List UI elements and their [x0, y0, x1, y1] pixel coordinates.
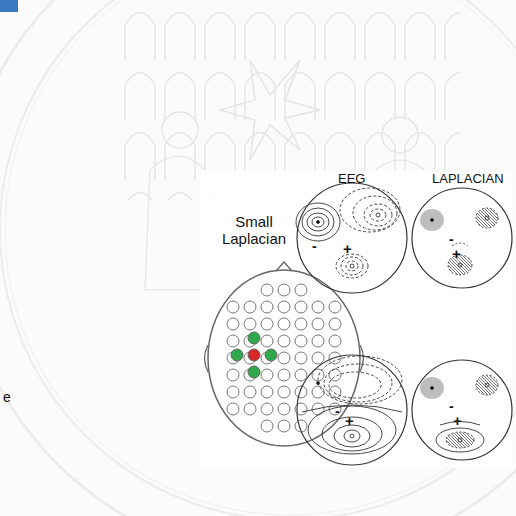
electrode — [312, 386, 324, 398]
electrode — [329, 318, 341, 330]
polarity-sign: - — [449, 399, 454, 414]
electrode — [312, 352, 324, 364]
electrode — [261, 369, 273, 381]
electrode — [295, 369, 307, 381]
electrode — [329, 301, 341, 313]
electrode — [227, 386, 239, 398]
electrode — [227, 335, 239, 347]
electrode — [295, 352, 307, 364]
corner-mark — [0, 0, 18, 12]
electrode — [261, 386, 273, 398]
electrode — [295, 318, 307, 330]
electrode — [278, 386, 290, 398]
polarity-sign: - — [335, 404, 340, 419]
electrode — [295, 284, 307, 296]
electrode — [278, 284, 290, 296]
electrode — [278, 301, 290, 313]
polarity-sign: + — [345, 413, 354, 430]
electrode — [261, 284, 273, 296]
electrode — [227, 318, 239, 330]
electrode — [312, 318, 324, 330]
electrode — [278, 318, 290, 330]
electrode — [278, 403, 290, 415]
electrode — [244, 301, 256, 313]
polarity-sign: + — [453, 413, 462, 430]
electrode — [261, 403, 273, 415]
electrode — [227, 403, 239, 415]
polarity-sign: + — [343, 241, 352, 258]
figure-title: Small Laplacian — [214, 214, 294, 247]
electrode — [261, 301, 273, 313]
column-heading: LAPLACIAN — [432, 172, 504, 186]
electrode — [261, 420, 273, 432]
electrode — [312, 301, 324, 313]
electrode — [278, 335, 290, 347]
electrode — [227, 301, 239, 313]
electrode — [227, 369, 239, 381]
electrode — [295, 386, 307, 398]
electrode — [295, 335, 307, 347]
electrode-head — [205, 262, 364, 446]
electrode — [244, 318, 256, 330]
polarity-sign: + — [452, 246, 461, 263]
electrode — [329, 386, 341, 398]
electrode — [312, 335, 324, 347]
column-heading: EEG — [338, 172, 365, 186]
polarity-sign: - — [312, 239, 317, 254]
electrode — [244, 386, 256, 398]
electrode — [261, 318, 273, 330]
figure-panel — [200, 170, 512, 468]
electrode — [261, 335, 273, 347]
electrode — [244, 403, 256, 415]
cut-text: e — [3, 390, 11, 405]
topographic-maps — [296, 183, 512, 465]
electrode — [278, 369, 290, 381]
electrode — [329, 335, 341, 347]
electrode — [278, 420, 290, 432]
electrode — [295, 301, 307, 313]
electrode — [278, 352, 290, 364]
